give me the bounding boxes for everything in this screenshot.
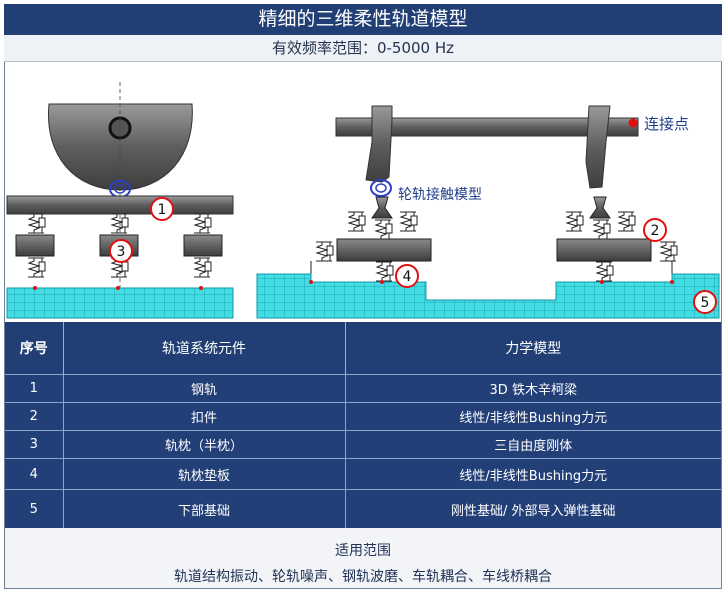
table-header-row: 序号 轨道系统元件 力学模型: [5, 322, 721, 375]
row-component: 轨枕垫板: [63, 458, 346, 490]
row-index: 4: [5, 458, 64, 490]
table-row: 5 下部基础 刚性基础/ 外部导入弹性基础: [5, 489, 721, 529]
marker-4: 4: [395, 264, 419, 288]
marker-2: 2: [643, 218, 667, 242]
connection-point-marker: [628, 118, 638, 128]
left-half-sleeper: [336, 238, 432, 262]
svg-text:3: 3: [117, 244, 126, 260]
row-model: 3D 铁木辛柯梁: [345, 374, 721, 403]
row-index: 1: [5, 374, 64, 403]
cross-section-view: 连接点 轮轨接触模型: [256, 105, 720, 319]
row-model: 线性/非线性Bushing力元: [345, 402, 721, 431]
application-scope-heading: 适用范围: [335, 543, 391, 559]
row-index: 5: [5, 489, 64, 529]
row-index: 2: [5, 402, 64, 431]
svg-text:5: 5: [701, 295, 710, 311]
row-model: 三自由度刚体: [345, 430, 721, 459]
row-component: 钢轨: [63, 374, 346, 403]
right-half-sleeper: [556, 238, 652, 262]
sleeper-block: [15, 234, 55, 257]
row-component: 下部基础: [63, 489, 346, 529]
right-rail: [589, 196, 611, 219]
application-scope: 适用范围 轨道结构振动、轮轨噪声、钢轨波磨、车轨耦合、车线桥耦合: [5, 528, 721, 588]
track-model-diagram: 连接点 轮轨接触模型 1: [6, 82, 720, 319]
header-index: 序号: [5, 322, 64, 375]
longitudinal-view: [6, 82, 234, 319]
wheel-rail-contact-icon: [370, 179, 392, 197]
marker-3: 3: [109, 239, 133, 263]
svg-text:1: 1: [158, 202, 167, 218]
table-row: 4 轨枕垫板 线性/非线性Bushing力元: [5, 458, 721, 490]
frequency-range-subtitle: 有效频率范围：0-5000 Hz: [4, 35, 722, 62]
row-model: 线性/非线性Bushing力元: [345, 458, 721, 490]
left-wheel: [365, 105, 393, 183]
axle: [335, 117, 639, 137]
left-rail: [371, 196, 393, 219]
table-row: 1 钢轨 3D 铁木辛柯梁: [5, 374, 721, 403]
right-wheel: [585, 105, 611, 189]
cross-section-foundation: [256, 273, 720, 319]
table-row: 2 扣件 线性/非线性Bushing力元: [5, 402, 721, 431]
svg-text:4: 4: [403, 269, 412, 285]
contact-model-label: 轮轨接触模型: [398, 186, 482, 203]
header-component: 轨道系统元件: [63, 322, 346, 375]
svg-text:2: 2: [651, 223, 660, 239]
row-index: 3: [5, 430, 64, 459]
track-component-table: 序号 轨道系统元件 力学模型 1 钢轨 3D 铁木辛柯梁 2 扣件 线性/非线性…: [5, 322, 721, 529]
marker-1: 1: [150, 197, 174, 221]
marker-5: 5: [693, 290, 717, 314]
row-component: 轨枕（半枕）: [63, 430, 346, 459]
row-component: 扣件: [63, 402, 346, 431]
foundation-mesh: [6, 287, 234, 319]
row-model: 刚性基础/ 外部导入弹性基础: [345, 489, 721, 529]
sleeper-block: [183, 234, 223, 257]
table-row: 3 轨枕（半枕） 三自由度刚体: [5, 430, 721, 459]
figure-title: 精细的三维柔性轨道模型: [4, 4, 722, 35]
header-mechanical-model: 力学模型: [345, 322, 721, 375]
rail-beam: [6, 195, 234, 215]
connection-point-label: 连接点: [644, 115, 689, 133]
application-scope-text: 轨道结构振动、轮轨噪声、钢轨波磨、车轨耦合、车线桥耦合: [174, 569, 552, 585]
